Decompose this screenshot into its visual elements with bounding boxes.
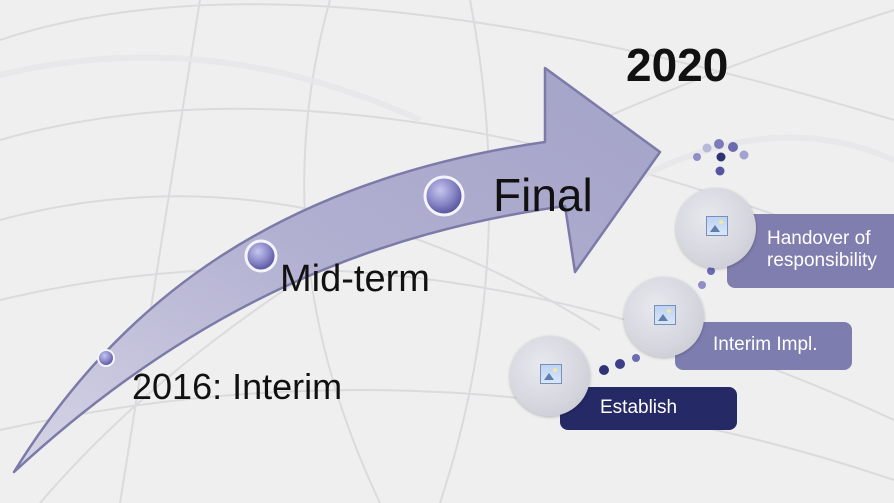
curved-arrow [12,66,662,474]
milestone-label-midterm: Mid-term [280,258,430,300]
phase-label-handover: Handover of responsibility [727,214,894,288]
phase-label-establish: Establish [560,387,737,430]
year-label: 2020 [626,39,729,91]
phase-node-handover [676,188,756,268]
picture-icon [706,216,728,236]
picture-icon [540,364,562,384]
phase-node-interim-impl [624,277,704,357]
phase-label-handover-line2: responsibility [767,250,877,271]
picture-icon [654,305,676,325]
milestone-dot-midterm [244,239,278,273]
phase-label-handover-line1: Handover of [767,228,871,249]
milestone-dot-final [423,175,465,217]
milestone-label-final: Final [493,169,593,221]
connector-dots [599,139,749,375]
milestone-label-interim: 2016: Interim [132,366,343,407]
milestone-dot-interim [97,349,115,367]
phase-label-interim-impl: Interim Impl. [675,322,852,370]
phase-node-establish [510,336,590,416]
